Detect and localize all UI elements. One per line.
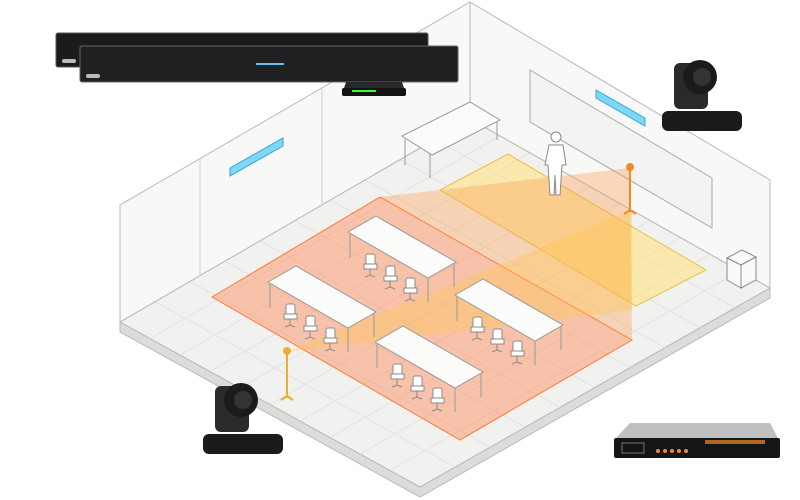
- chair-icon: [363, 253, 378, 278]
- chair-icon: [390, 363, 405, 388]
- wall-microphone-icon: [229, 137, 284, 177]
- tripod-tracker-icon: [280, 347, 294, 401]
- video-switcher-icon: [614, 423, 780, 458]
- chair-icon: [510, 340, 525, 365]
- hub-icon: [342, 82, 406, 96]
- chair-icon: [470, 316, 485, 341]
- ptz-camera-icon: [662, 60, 742, 131]
- grid-line: [389, 270, 741, 471]
- person-icon: [544, 131, 567, 196]
- grid-line: [364, 179, 666, 349]
- table-icon: [266, 265, 378, 352]
- chair-icon: [410, 375, 425, 400]
- chair-icon: [323, 327, 338, 352]
- furniture: [266, 101, 565, 412]
- tracking-beam: [380, 168, 632, 340]
- chair-icon: [383, 265, 398, 290]
- chair-icon: [403, 277, 418, 302]
- wall-microphone-icon: [595, 89, 646, 127]
- cabinet-icon: [725, 249, 758, 289]
- chair-icon: [490, 328, 505, 353]
- table-icon: [453, 278, 565, 365]
- chair-icon: [430, 387, 445, 412]
- chair-icon: [283, 303, 298, 328]
- soundbar-icon: [79, 45, 459, 83]
- ptz-camera-icon: [203, 383, 283, 454]
- table-icon: [373, 325, 485, 412]
- yellow-coverage-zone: [438, 153, 708, 307]
- table-icon: [400, 101, 502, 178]
- chair-icon: [303, 315, 318, 340]
- tripod-tracker-icon: [623, 163, 637, 215]
- whiteboard-icon: [529, 69, 713, 229]
- orange-coverage-zone: [211, 196, 634, 441]
- table-icon: [346, 215, 458, 302]
